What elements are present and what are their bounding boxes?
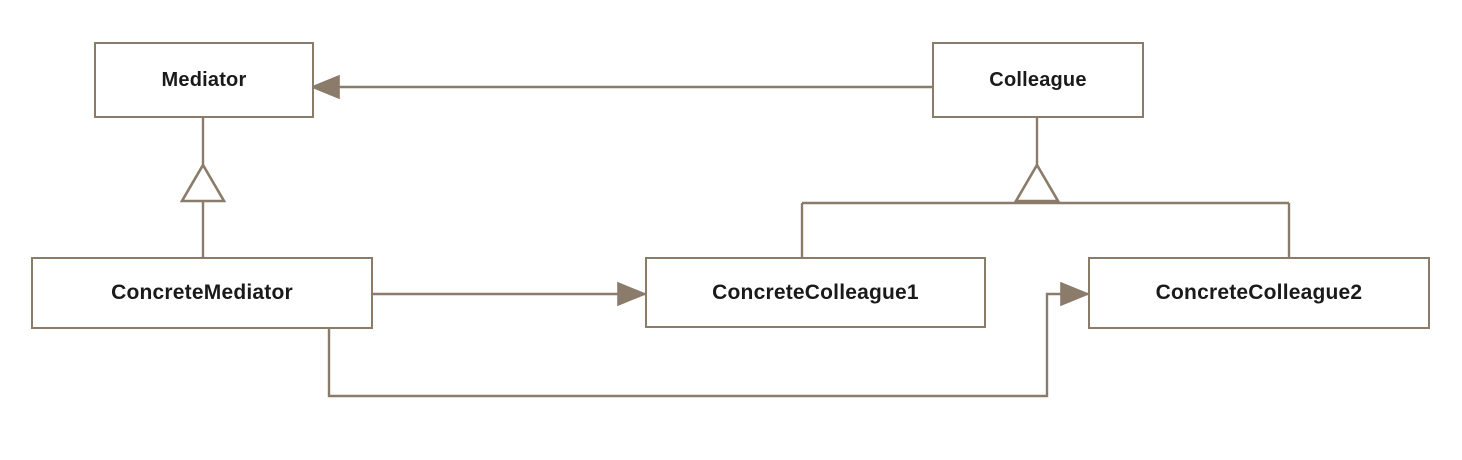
generalization-triangle-icon — [179, 162, 227, 203]
edge-concrete-mediator-to-colleague2[interactable] — [327, 281, 1091, 398]
class-name-label: Mediator — [161, 68, 247, 91]
arrowhead-filled-icon — [1060, 281, 1091, 307]
edge-colleague-to-mediator[interactable] — [309, 74, 932, 100]
class-node-concrete-colleague-2[interactable]: ConcreteColleague2 — [1088, 257, 1430, 329]
edge-concrete-mediator-to-colleague1[interactable] — [373, 281, 648, 307]
class-node-concrete-colleague-1[interactable]: ConcreteColleague1 — [645, 257, 986, 328]
class-node-concrete-mediator[interactable]: ConcreteMediator — [31, 257, 373, 329]
class-node-colleague[interactable]: Colleague — [932, 42, 1144, 118]
edge-concrete-mediator-generalization[interactable] — [179, 118, 227, 257]
edge-colleague-generalization-tree[interactable] — [800, 118, 1291, 257]
class-name-label: Colleague — [989, 68, 1087, 91]
class-name-label: ConcreteColleague1 — [712, 280, 919, 304]
arrowhead-filled-icon — [309, 74, 340, 100]
class-name-label: ConcreteMediator — [111, 281, 293, 304]
class-name-label: ConcreteColleague2 — [1155, 281, 1363, 304]
class-node-mediator[interactable]: Mediator — [94, 42, 314, 118]
arrowhead-filled-icon — [617, 281, 648, 307]
generalization-triangle-icon — [1013, 162, 1061, 203]
